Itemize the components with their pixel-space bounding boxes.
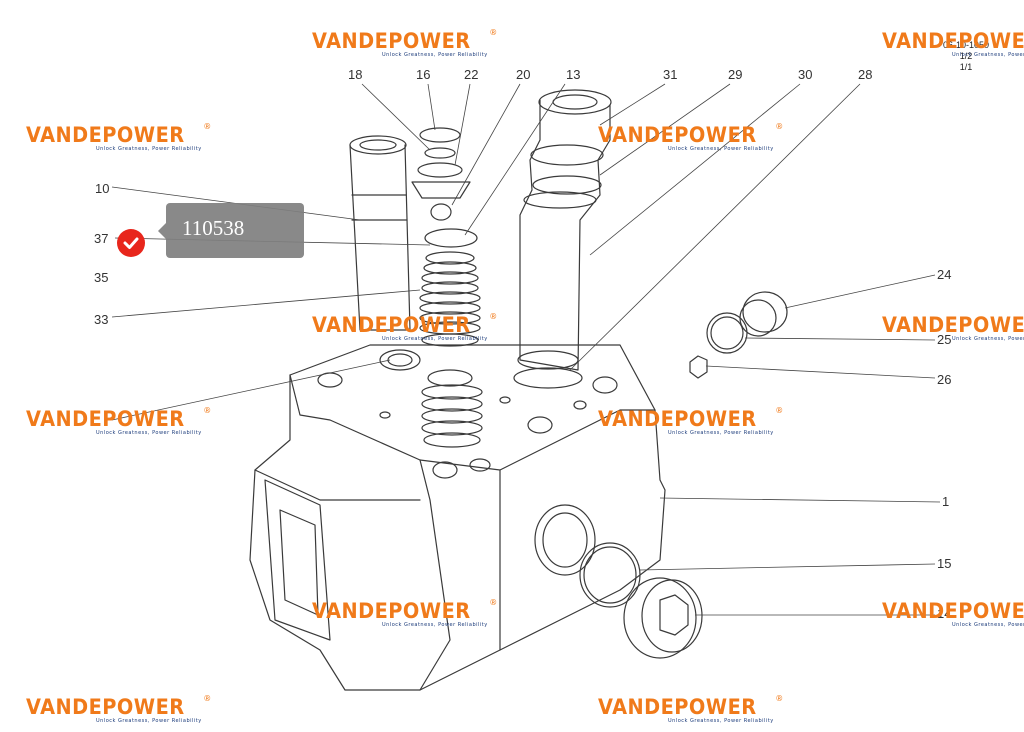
watermark-logo: VANDEPOWER® Unlock Greatness, Power Reli…	[598, 694, 784, 724]
drawing-code-line1: 06-10-1050	[942, 40, 990, 50]
callout-10: 10	[95, 181, 110, 196]
watermark-logo: VANDEPOWER® Unlock Greatness, Power Reli…	[882, 313, 1024, 342]
watermark-logo: VANDEPOWER® Unlock Greatness, Power Reli…	[882, 29, 1024, 58]
callout-16: 16	[416, 67, 431, 82]
callout-24: 24	[937, 267, 952, 282]
callout-22: 22	[464, 67, 479, 82]
callout-31: 31	[663, 67, 678, 82]
watermark-logo: VANDEPOWER® Unlock Greatness, Power Reli…	[598, 406, 784, 436]
callout-30: 30	[798, 67, 813, 82]
callout-14: 14	[937, 606, 952, 621]
watermark-logo: VANDEPOWER® Unlock Greatness, Power Reli…	[26, 122, 212, 152]
watermark-logo: VANDEPOWER® Unlock Greatness, Power Reli…	[26, 406, 212, 436]
callout-37: 37	[94, 231, 109, 246]
callout-25: 25	[937, 332, 952, 347]
part-number-text: 110538	[182, 216, 245, 240]
callout-13: 13	[566, 67, 581, 82]
callout-29: 29	[728, 67, 743, 82]
watermark-logo: VANDEPOWER® Unlock Greatness, Power Reli…	[26, 694, 212, 724]
callout-20: 20	[516, 67, 531, 82]
part-number-tooltip: 110538	[158, 203, 304, 258]
callout-35: 35	[94, 270, 109, 285]
callout-1: 1	[942, 494, 950, 509]
callout-18: 18	[348, 67, 363, 82]
watermark-logo: VANDEPOWER® Unlock Greatness, Power Reli…	[598, 122, 784, 152]
watermark-logo: VANDEPOWER® Unlock Greatness, Power Reli…	[882, 599, 1024, 628]
watermark-logo: VANDEPOWER® Unlock Greatness, Power Reli…	[312, 28, 498, 58]
callout-15: 15	[937, 556, 952, 571]
watermark-logo: VANDEPOWER® Unlock Greatness, Power Reli…	[312, 598, 498, 628]
callout-26: 26	[937, 372, 952, 387]
callout-28: 28	[858, 67, 873, 82]
selected-part-check-icon[interactable]	[117, 229, 145, 257]
drawing-code: 06-10-1050 1/2 1/1	[936, 40, 996, 73]
drawing-code-line2: 1/2	[959, 51, 973, 61]
drawing-code-line3: 1/1	[959, 62, 973, 72]
watermark-logo: VANDEPOWER® Unlock Greatness, Power Reli…	[312, 312, 498, 342]
callout-33: 33	[94, 312, 109, 327]
